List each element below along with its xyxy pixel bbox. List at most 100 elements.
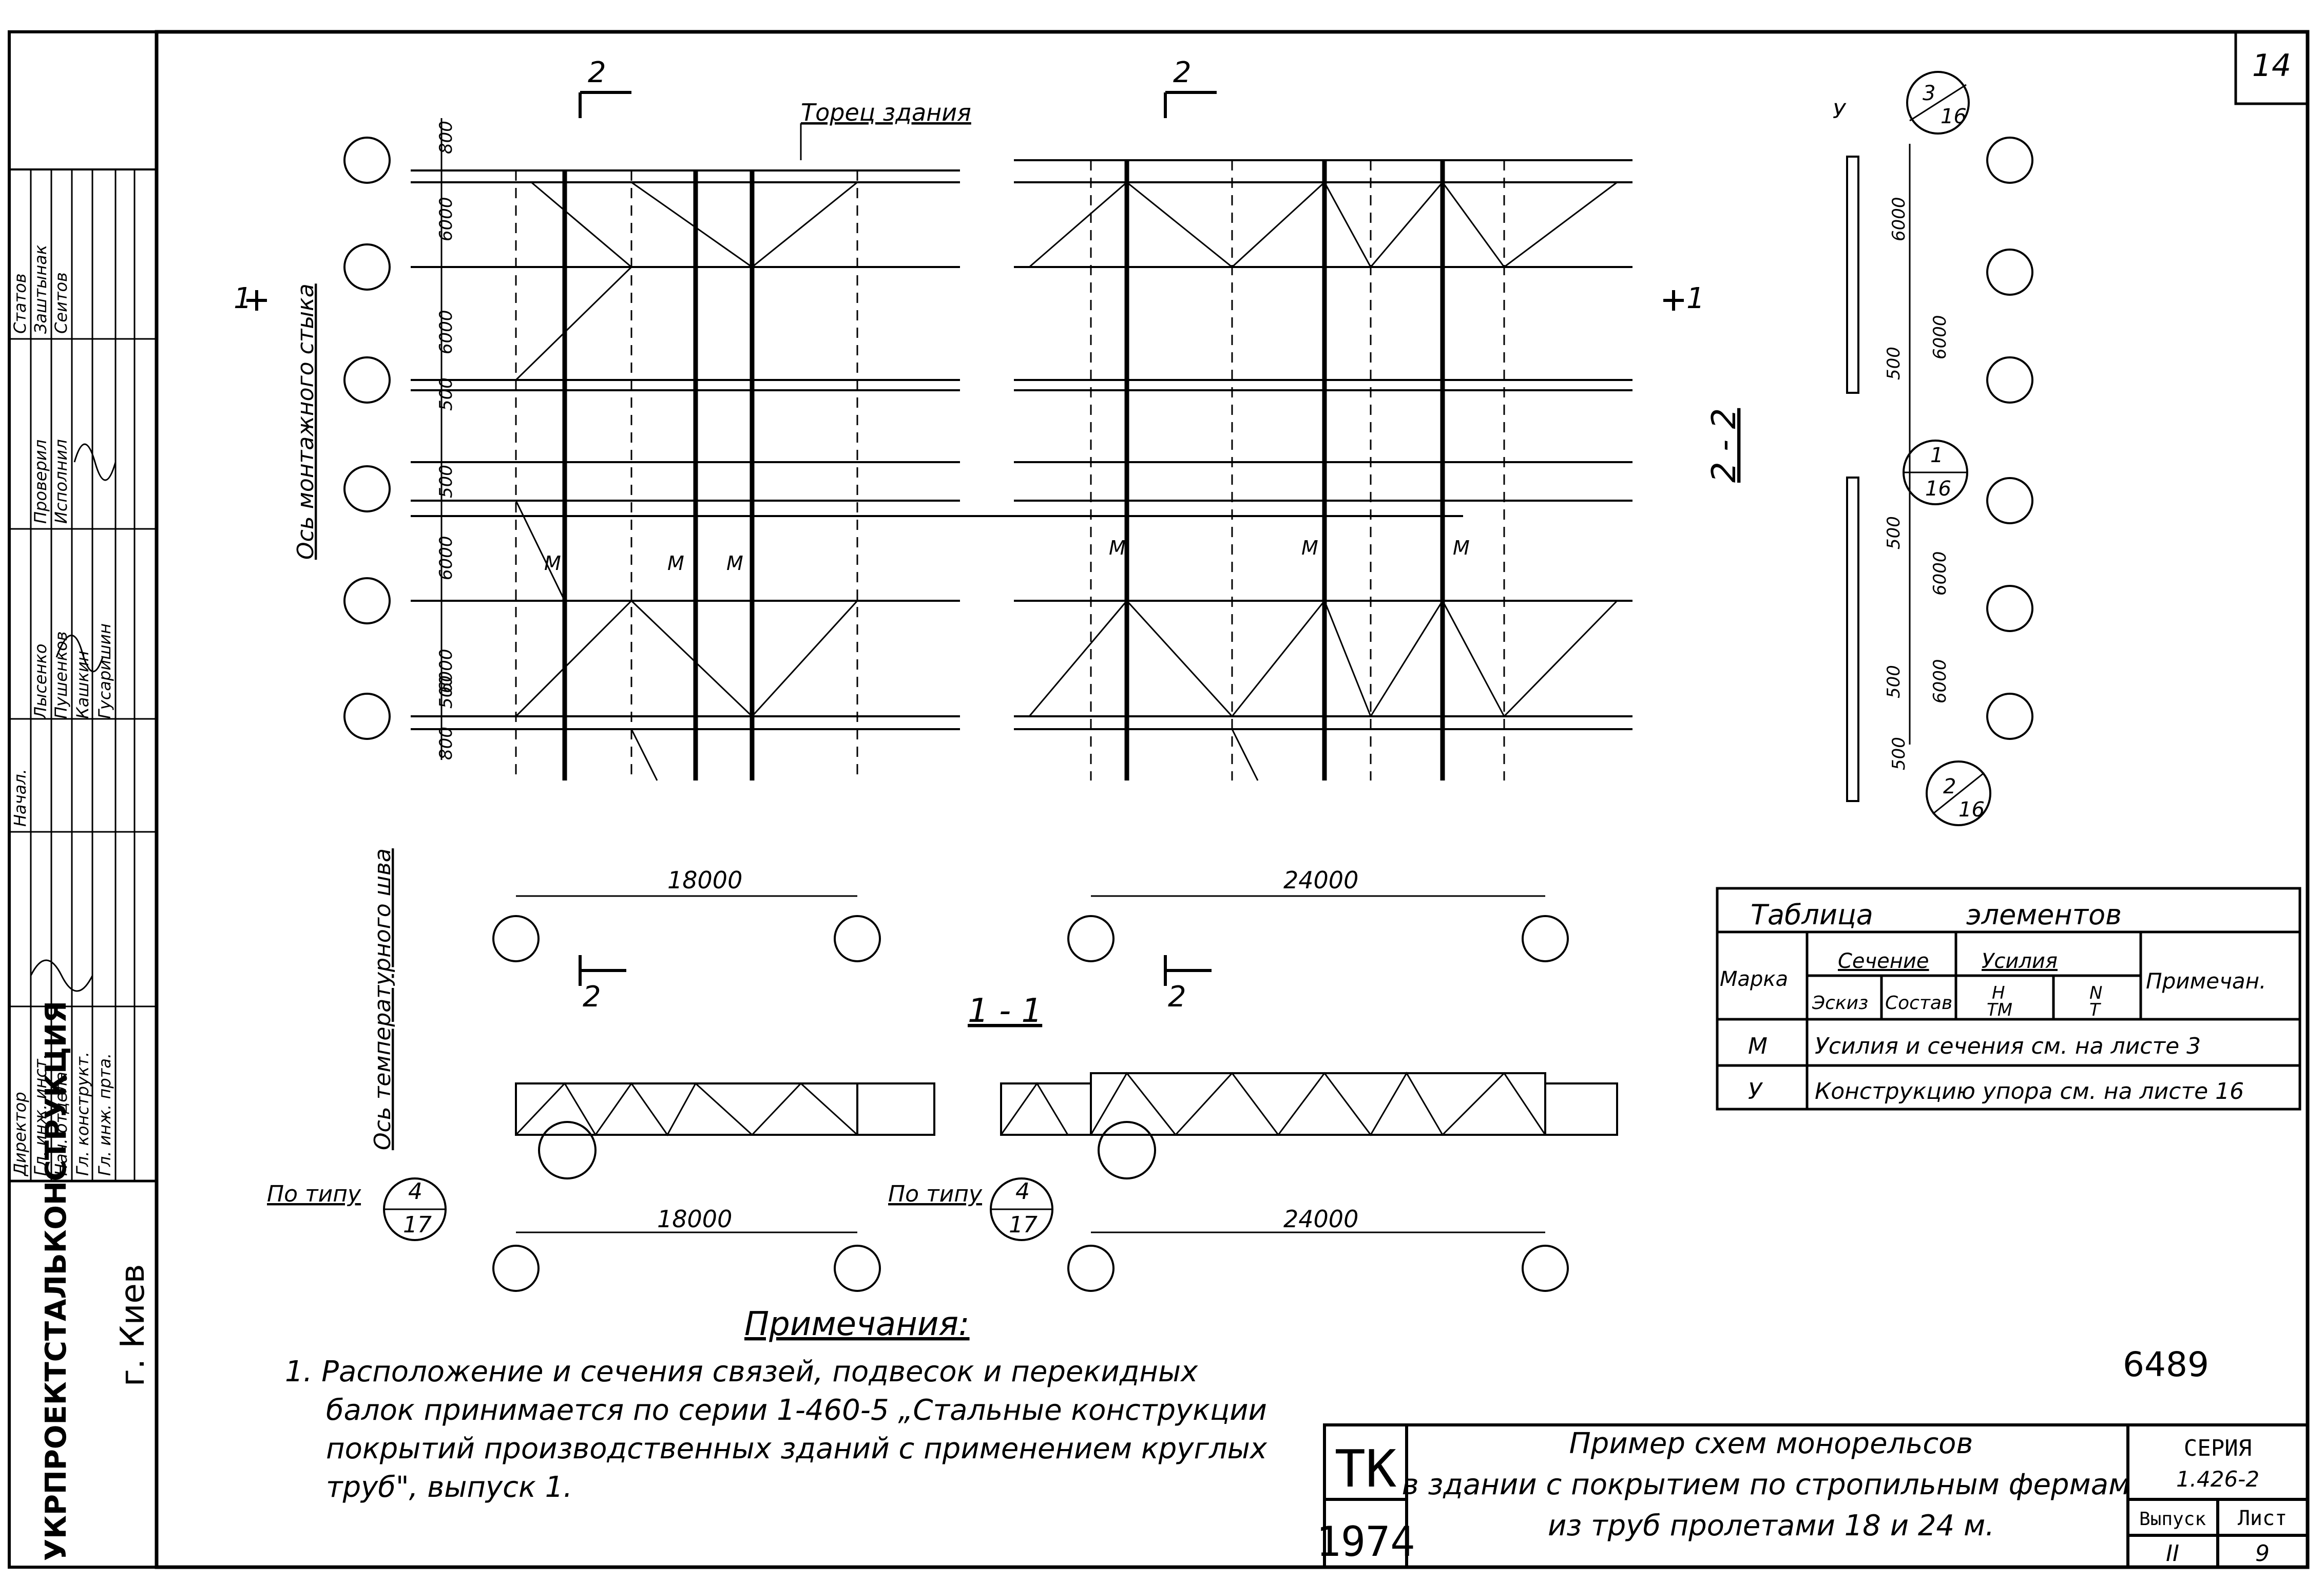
plan-column-circles <box>343 137 1569 962</box>
name-b-1: Проверил <box>31 440 50 524</box>
ref-2-16: 2 16 <box>1926 760 1991 826</box>
svg-text:Эскиз: Эскиз <box>1812 993 1868 1014</box>
end-of-building-label: Торец здания <box>801 99 971 126</box>
stamp-org: УКРПРОЕКТСТАЛЬКОНСТРУКЦИЯ <box>40 1001 73 1561</box>
title-block: ТК 1974 Пример схем монорельсов в здании… <box>1316 1423 2309 1569</box>
svg-text:16: 16 <box>1925 477 1951 501</box>
section-2-markers: 2 2 2 2 <box>579 56 1217 1014</box>
ref-4-17-right: По типу 4 17 <box>888 1177 1053 1241</box>
stamp-city: г. Киев <box>114 1264 152 1386</box>
role-3: Нач. отдела <box>51 1072 71 1176</box>
section-1-markers: 1 1 <box>234 282 1705 315</box>
issue-label: Выпуск <box>2139 1509 2206 1530</box>
section-1-1-title: 1 - 1 <box>968 992 1042 1030</box>
notes-line-3: покрытий производственных зданий с приме… <box>326 1432 1267 1465</box>
svg-text:Усилия: Усилия <box>1982 949 2058 973</box>
row1-text: Усилия и сечения см. на листе 3 <box>1815 1033 2201 1059</box>
plan-view: 2 2 2 2 1 1 Торец здания Ось монтажного … <box>234 56 1705 1150</box>
name-a-4: Гусаришин <box>95 623 114 719</box>
sec2-bottom-right: 2 <box>1168 980 1186 1014</box>
svg-text:Примечан.: Примечан. <box>2146 968 2266 994</box>
name-c-1: Заштынак <box>31 244 50 334</box>
svg-text:4: 4 <box>408 1178 422 1205</box>
plan-span-dims: 18000 24000 <box>516 866 1545 897</box>
svg-text:1: 1 <box>1930 444 1943 467</box>
s11-span-24000: 24000 <box>1283 1205 1358 1233</box>
svg-text:6000: 6000 <box>1930 315 1950 359</box>
svg-text:3: 3 <box>1923 82 1935 105</box>
sec2-top-left: 2 <box>588 56 606 89</box>
svg-text:N: N <box>2089 983 2102 1003</box>
title-line-1: Пример схем монорельсов <box>1569 1427 1973 1460</box>
svg-text:М: М <box>544 552 561 575</box>
svg-text:500: 500 <box>1884 665 1904 698</box>
svg-text:Н: Н <box>1992 983 2005 1003</box>
svg-text:17: 17 <box>403 1212 432 1238</box>
row2-mark: У <box>1748 1078 1763 1105</box>
svg-text:2: 2 <box>1943 775 1956 798</box>
role-4: Гл. конструкт. <box>73 1052 92 1176</box>
svg-text:Т: Т <box>2089 1000 2101 1020</box>
sheet-number: 14 <box>2252 48 2291 84</box>
drawing-number: 6489 <box>2123 1345 2209 1384</box>
svg-text:По типу: По типу <box>267 1181 361 1207</box>
table-title-b: элементов <box>1966 899 2122 931</box>
name-a-1: Лысенко <box>31 644 50 719</box>
svg-text:800: 800 <box>436 121 456 154</box>
row2-text: Конструкцию упора см. на листе 16 <box>1815 1078 2244 1105</box>
year: 1974 <box>1316 1518 1415 1566</box>
svg-text:6000: 6000 <box>436 197 456 241</box>
svg-text:500: 500 <box>1889 737 1909 770</box>
section-2-2: 2 - 2 6000 500 6000 500 6000 500 6000 50… <box>1705 71 2033 826</box>
svg-text:М: М <box>726 552 743 575</box>
s11-span-18000: 18000 <box>657 1205 732 1233</box>
title-line-2: в здании с покрытием по стропильным ферм… <box>1402 1468 2130 1501</box>
notes-line-2: балок принимается по серии 1-460-5 „Стал… <box>326 1394 1267 1427</box>
svg-text:Состав: Состав <box>1885 993 1952 1014</box>
svg-text:500: 500 <box>436 377 456 411</box>
svg-text:Марка: Марка <box>1720 967 1788 991</box>
axis-temp-label: Ось температурного шва <box>370 848 396 1150</box>
svg-text:6000: 6000 <box>436 536 456 580</box>
mark-y: У <box>1833 100 1847 123</box>
svg-text:6000: 6000 <box>1889 197 1909 241</box>
sec1-left: 1 <box>234 282 252 315</box>
svg-text:М: М <box>1301 537 1318 559</box>
svg-text:800: 800 <box>436 727 456 760</box>
svg-text:500: 500 <box>1884 516 1904 549</box>
svg-text:М: М <box>667 552 684 575</box>
notes-title: Примечания: <box>744 1305 970 1343</box>
ref-1-16: 1 16 <box>1903 440 1968 505</box>
issue-value: II <box>2166 1540 2179 1567</box>
series-label: СЕРИЯ <box>2184 1435 2252 1461</box>
side-stamp: УКРПРОЕКТСТАЛЬКОНСТРУКЦИЯ г. Киев Директ… <box>8 30 158 1569</box>
ref-3-16: 3 16 <box>1906 71 1970 135</box>
sheet-value: 9 <box>2255 1540 2270 1567</box>
signature-3 <box>73 443 117 481</box>
title-line-3: из труб пролетами 18 и 24 м. <box>1548 1509 1994 1543</box>
axis-joint-label: Ось монтажного стыка <box>293 283 319 560</box>
elements-table: Таблица элементов Марка Сечение Эскиз Со… <box>1716 887 2301 1111</box>
sheet-number-box: 14 <box>2234 30 2309 105</box>
sec2-bottom-left: 2 <box>583 980 601 1014</box>
svg-text:500: 500 <box>436 465 456 498</box>
svg-text:500: 500 <box>1884 347 1904 380</box>
name-b-2: Исполнил <box>51 439 71 524</box>
role-1: Директор <box>10 1092 30 1177</box>
notes-line-4: труб", выпуск 1. <box>326 1471 572 1504</box>
svg-text:6000: 6000 <box>436 310 456 354</box>
sec2-top-right: 2 <box>1173 56 1192 89</box>
svg-text:6000: 6000 <box>1930 659 1950 703</box>
plan-span-24000: 24000 <box>1283 866 1358 894</box>
section-1-1: 1 - 1 По типу 4 17 По типу 4 17 <box>267 992 1618 1292</box>
ref-4-17-left: По типу 4 17 <box>267 1177 447 1241</box>
svg-text:16: 16 <box>1958 798 1985 822</box>
svg-text:ТМ: ТМ <box>1987 1000 2012 1020</box>
svg-text:16: 16 <box>1941 105 1967 128</box>
role-5: Гл. инж. прта. <box>95 1053 114 1176</box>
table-title-a: Таблица <box>1751 899 1873 931</box>
section-2-2-circles <box>1986 137 2033 740</box>
svg-text:М: М <box>1453 537 1470 559</box>
series-value: 1.426-2 <box>2176 1467 2259 1492</box>
